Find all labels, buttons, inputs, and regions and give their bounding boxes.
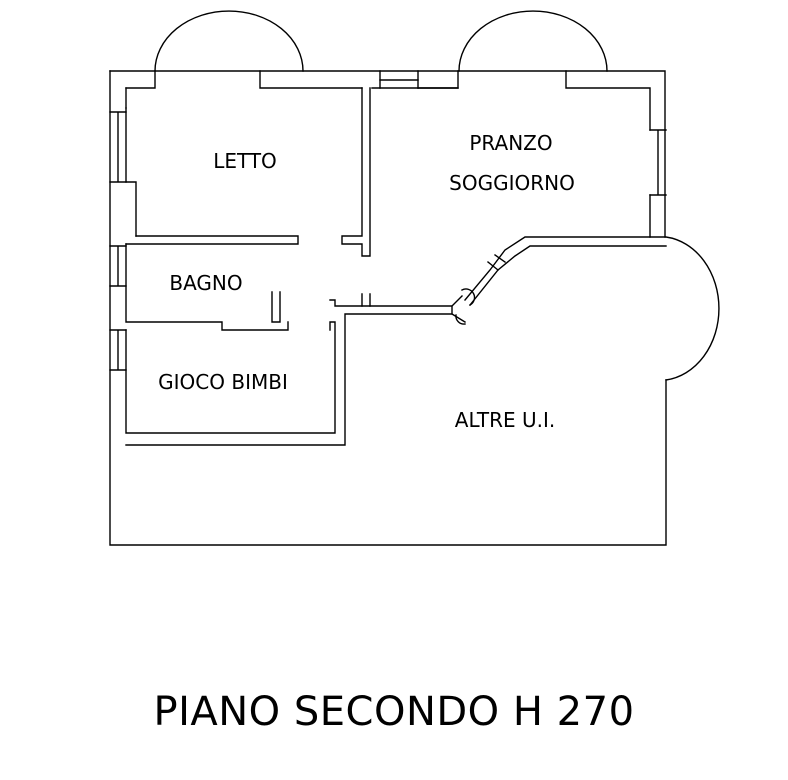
room-label-soggiorno: SOGGIORNO bbox=[449, 171, 575, 195]
room-label-bagno: BAGNO bbox=[169, 271, 242, 295]
room-label-altre-ui: ALTRE U.I. bbox=[455, 408, 555, 432]
balcony-arcs bbox=[154, 10, 720, 381]
corridor-walls bbox=[451, 236, 667, 325]
window-frames bbox=[109, 111, 667, 371]
interior-walls bbox=[125, 87, 453, 446]
floor-title: PIANO SECONDO H 270 bbox=[153, 689, 635, 735]
room-label-pranzo: PRANZO bbox=[469, 131, 552, 155]
exterior-walls bbox=[109, 70, 667, 546]
room-label-gioco-bimbi: GIOCO BIMBI bbox=[158, 370, 288, 394]
room-label-letto: LETTO bbox=[213, 149, 277, 173]
